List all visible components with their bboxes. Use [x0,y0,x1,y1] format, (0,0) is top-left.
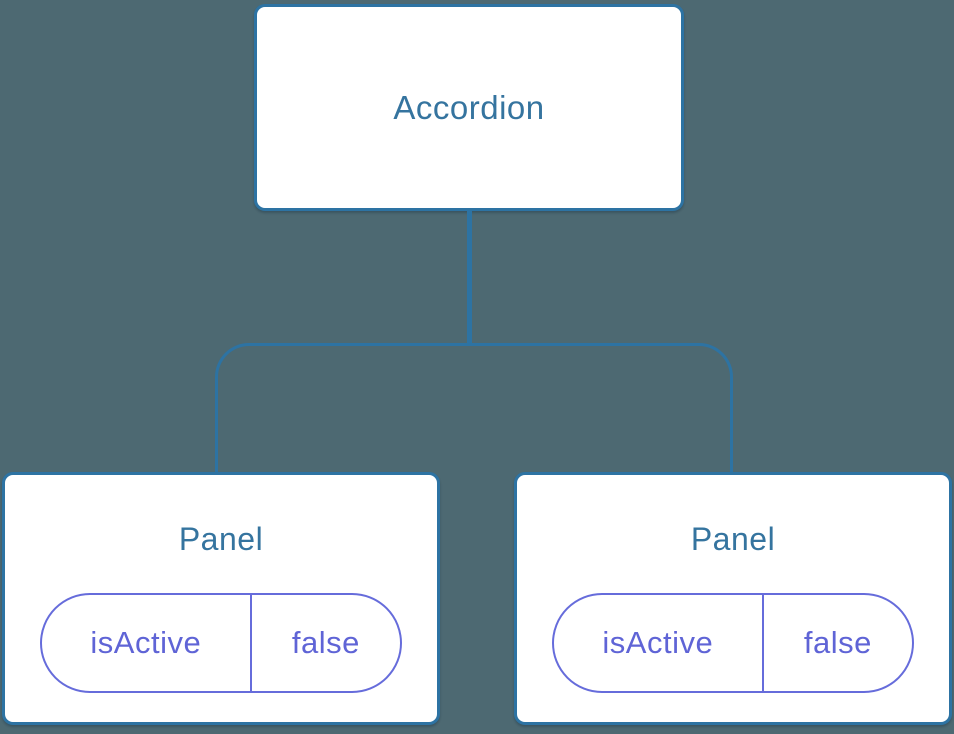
state-value-left: false [291,624,360,660]
panel-node-left: Panel isActive false [2,472,440,725]
tree-connector-stem [467,209,472,346]
state-pill-right: isActive false [552,592,914,693]
tree-connector-branch [215,343,733,472]
panel-node-right-label: Panel [690,521,776,557]
panel-node-left-label: Panel [178,521,264,557]
state-pill-left: isActive false [40,592,402,693]
panel-node-right: Panel isActive false [514,472,952,725]
accordion-node: Accordion [254,4,684,211]
accordion-node-label: Accordion [393,88,545,126]
state-key-right: isActive [554,594,764,691]
state-key-left: isActive [42,594,252,691]
state-value-right: false [803,624,872,660]
